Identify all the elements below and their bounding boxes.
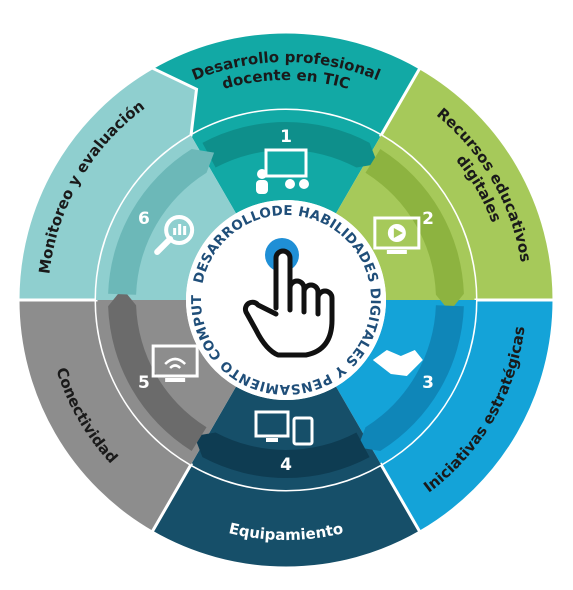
segment-arrow-4 (194, 432, 370, 478)
icons-layer (151, 148, 423, 446)
segment-arrow-3 (357, 305, 464, 451)
inner-arrows-layer (108, 122, 464, 478)
segment-number-5: 5 (138, 373, 150, 393)
segment-arrow-6 (108, 149, 215, 295)
wifi-monitor-icon (151, 344, 199, 382)
segment-arrow-1 (202, 122, 378, 168)
video-monitor-icon (373, 216, 421, 254)
magnifier-chart-icon (154, 215, 195, 255)
segment-number-1: 1 (280, 127, 292, 147)
teacher-presentation-icon (256, 148, 309, 194)
segments-layer (16, 30, 556, 570)
segment-arrow-2 (365, 149, 464, 312)
segment-number-4: 4 (280, 455, 292, 475)
pointing-hand-icon (242, 238, 335, 358)
segment-arrow-5 (108, 288, 207, 451)
segment-number-3: 3 (422, 373, 434, 393)
computer-tablet-icon (254, 410, 314, 446)
segment-number-2: 2 (422, 209, 434, 229)
handshake-icon (372, 350, 423, 376)
segment-number-6: 6 (138, 209, 150, 229)
